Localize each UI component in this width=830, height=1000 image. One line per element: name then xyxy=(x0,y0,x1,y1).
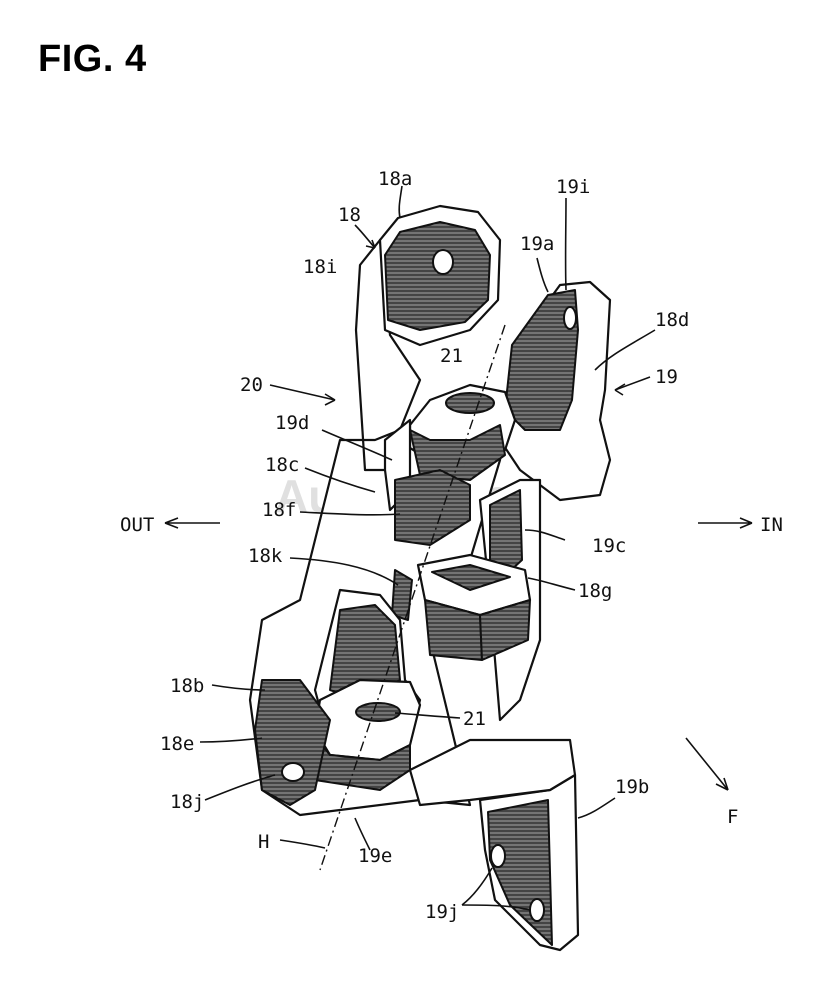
plate-19a-hole xyxy=(563,306,577,330)
leader-19b xyxy=(577,797,616,819)
lower-plate-hole-1 xyxy=(490,844,506,868)
label-18g: 18g xyxy=(578,580,612,602)
label-H: H xyxy=(258,831,269,853)
leader-19j-2 xyxy=(461,904,531,911)
leader-19e xyxy=(354,817,371,851)
upper-bolt-21 xyxy=(445,392,495,414)
arrow-19 xyxy=(614,383,626,396)
label-IN: IN xyxy=(760,514,783,536)
label-19d: 19d xyxy=(275,412,309,434)
label-F: F xyxy=(727,806,738,828)
rib-18k xyxy=(391,569,413,621)
sleeve-side-right xyxy=(479,599,531,661)
label-18a: 18a xyxy=(378,168,412,190)
label-19a: 19a xyxy=(520,233,554,255)
leader-18d xyxy=(594,329,656,371)
sleeve-inner xyxy=(431,564,511,591)
label-21-bottom: 21 xyxy=(463,708,486,730)
label-18d: 18d xyxy=(655,309,689,331)
leader-21-bottom xyxy=(394,712,461,719)
lower-plate-hole-2 xyxy=(529,898,545,922)
label-18b: 18b xyxy=(170,675,204,697)
leader-19j-1 xyxy=(461,867,493,906)
axis-H-line xyxy=(319,324,506,871)
label-19c: 19c xyxy=(592,535,626,557)
arrow-out xyxy=(164,517,220,529)
lower-ear-18j xyxy=(254,679,331,806)
arrow-in xyxy=(698,517,753,529)
label-18c: 18c xyxy=(265,454,299,476)
leader-18a xyxy=(398,185,403,219)
leader-18c xyxy=(304,467,376,493)
upper-ear-face xyxy=(384,221,491,331)
label-18j: 18j xyxy=(170,791,204,813)
label-21-top: 21 xyxy=(440,345,463,367)
leader-19d xyxy=(321,429,393,461)
arrow-20 xyxy=(324,393,336,406)
label-19e: 19e xyxy=(358,845,392,867)
label-OUT: OUT xyxy=(120,514,154,536)
upper-ear-hole xyxy=(432,249,454,275)
lower-bolt-21 xyxy=(355,702,401,722)
lower-flange xyxy=(408,738,577,807)
label-18k: 18k xyxy=(248,545,283,567)
label-19j: 19j xyxy=(425,901,459,923)
leader-18j xyxy=(204,774,276,801)
leader-18 xyxy=(354,224,376,249)
figure-title: FIG. 4 xyxy=(38,38,147,80)
arrow-F xyxy=(685,737,729,791)
leader-18g xyxy=(527,577,576,591)
label-18f: 18f xyxy=(262,499,296,521)
leader-18k xyxy=(289,557,399,586)
rail-18f-face xyxy=(394,469,471,546)
lower-collar-side xyxy=(309,729,411,791)
leader-19a xyxy=(536,257,549,293)
leader-18b xyxy=(211,684,266,691)
lower-arm-face xyxy=(329,604,401,701)
label-18e: 18e xyxy=(160,733,194,755)
leader-18f xyxy=(299,511,401,516)
leader-19c xyxy=(524,529,566,541)
leader-H xyxy=(279,839,326,849)
label-18: 18 xyxy=(338,204,361,226)
label-20: 20 xyxy=(240,374,263,396)
label-19i: 19i xyxy=(556,176,590,198)
arrow-18 xyxy=(365,239,376,249)
leader-18e xyxy=(199,737,263,743)
leader-20 xyxy=(269,384,336,401)
leader-19 xyxy=(614,376,651,391)
label-19b: 19b xyxy=(615,776,649,798)
label-19: 19 xyxy=(655,366,678,388)
lower-ear-hole xyxy=(281,762,305,782)
label-18i: 18i xyxy=(303,256,337,278)
